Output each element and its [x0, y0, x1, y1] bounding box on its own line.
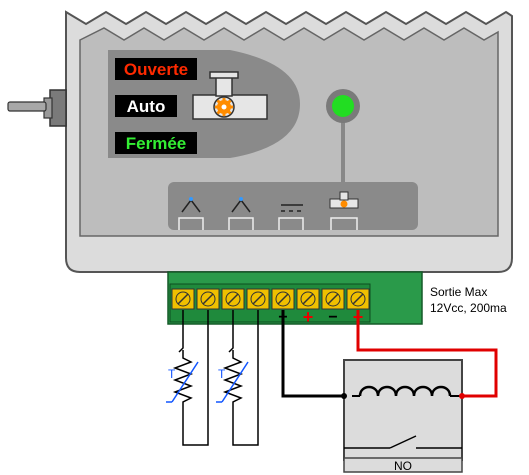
terminal-minus-sign: − — [328, 309, 337, 326]
wire-node — [341, 393, 347, 399]
dc-power-icon — [278, 204, 304, 230]
terminal-screw[interactable] — [196, 288, 220, 310]
mode-label-closed: Fermée — [115, 132, 197, 154]
terminal-screw[interactable] — [221, 288, 245, 310]
relay-no-contact — [344, 435, 462, 449]
terminal-screw[interactable] — [271, 288, 295, 310]
relay-label-strip — [343, 457, 463, 473]
terminal-screw[interactable] — [346, 288, 370, 310]
output-note-line2: 12Vcc, 200ma — [430, 301, 507, 315]
thermistor-sensor: T — [166, 350, 199, 412]
sensor-input-icon — [228, 197, 254, 230]
mode-label-open: Ouverte — [115, 58, 197, 80]
terminal-screw[interactable] — [296, 288, 320, 310]
terminal-plus-sign: + — [303, 307, 314, 327]
terminal-screws — [171, 288, 370, 310]
terminal-legend-panel — [168, 182, 418, 230]
negative-wire — [281, 310, 344, 398]
mode-label-closed-text: Fermée — [126, 134, 186, 153]
terminal-screw[interactable] — [246, 288, 270, 310]
valve-icon — [192, 71, 268, 120]
valve-gear-icon — [215, 98, 233, 116]
mode-label-auto: Auto — [115, 95, 177, 117]
valve-output-icon — [329, 191, 359, 230]
terminal-screw[interactable] — [321, 288, 345, 310]
sensor-wires — [178, 310, 259, 446]
thermistor-label: T — [168, 367, 176, 381]
terminal-screw[interactable] — [171, 288, 195, 310]
thermistor-label: T — [218, 367, 226, 381]
toggle-switch-lever[interactable] — [7, 101, 47, 112]
mode-label-auto-text: Auto — [127, 97, 166, 116]
mode-label-open-text: Ouverte — [124, 60, 188, 79]
relay-contact-label: NO — [394, 459, 412, 473]
output-note-line1: Sortie Max — [430, 285, 487, 299]
mode-toggle-switch[interactable] — [7, 89, 67, 127]
relay-coil-icon — [358, 385, 452, 397]
positive-wire — [356, 310, 498, 398]
wire-node — [459, 393, 465, 399]
status-led — [332, 95, 354, 117]
relay-body — [343, 359, 463, 461]
sensor-input-icon — [178, 197, 204, 230]
thermistor-sensor: T — [216, 350, 249, 412]
